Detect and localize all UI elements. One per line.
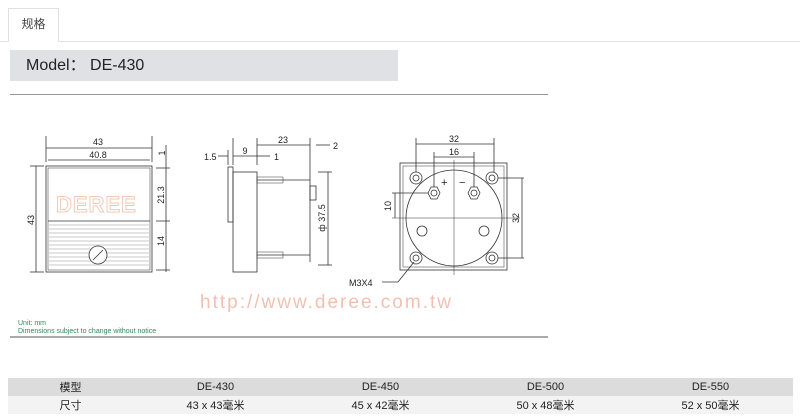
minus-terminal-label: − [459,177,465,189]
table-header: DE-550 [628,378,793,396]
table-cell: 43 x 43毫米 [133,396,298,414]
screw-label: M3X4 [349,278,373,288]
dim-back-hole-span-v: 32 [511,213,521,223]
table-header: 模型 [8,378,133,396]
plus-terminal-label: + [441,177,447,189]
model-title: Model： DE-430 [10,50,398,81]
dim-front-height: 43 [26,215,36,225]
divider [10,336,548,338]
dim-back-terminal-span: 16 [449,147,459,157]
spec-table: 模型 DE-430 DE-450 DE-500 DE-550 尺寸 43 x 4… [8,378,793,414]
watermark-logo: DEREE [56,192,137,217]
dim-back-terminal-offset: 10 [383,201,393,211]
table-header-row: 模型 DE-430 DE-450 DE-500 DE-550 [8,378,793,396]
tab-specifications[interactable]: 规格 [8,8,59,42]
table-header: DE-430 [133,378,298,396]
dim-side-step: 1 [274,152,279,162]
table-cell: 45 x 42毫米 [298,396,463,414]
dim-front-top: 1 [157,150,167,155]
back-view [382,138,524,283]
disclaimer-note: Dimensions subject to change without not… [18,328,157,335]
divider [10,94,548,95]
unit-note: Unit: mm [18,320,46,327]
table-cell: 50 x 48毫米 [463,396,628,414]
front-view [30,136,170,273]
table-header: DE-500 [463,378,628,396]
table-header: DE-450 [298,378,463,396]
table-cell: 52 x 50毫米 [628,396,793,414]
dim-front-lower: 14 [156,236,166,246]
tab-bar-divider [0,41,800,42]
dim-back-hole-span: 32 [449,134,459,144]
watermark-url: http://www.deree.com.tw [200,292,453,313]
table-row: 尺寸 43 x 43毫米 45 x 42毫米 50 x 48毫米 52 x 50… [8,396,793,414]
dim-front-window: 21.3 [156,186,166,204]
dim-side-depth: 23 [278,135,288,145]
dim-front-inner-width: 40.8 [89,150,107,160]
dim-side-body: 9 [242,146,247,156]
side-view [218,138,332,273]
dim-side-back: 2 [333,141,338,151]
dim-side-bezel: 1.5 [204,152,217,162]
dim-front-width: 43 [93,137,103,147]
table-cell: 尺寸 [8,396,133,414]
dim-side-diameter: ф 37.5 [317,204,327,231]
